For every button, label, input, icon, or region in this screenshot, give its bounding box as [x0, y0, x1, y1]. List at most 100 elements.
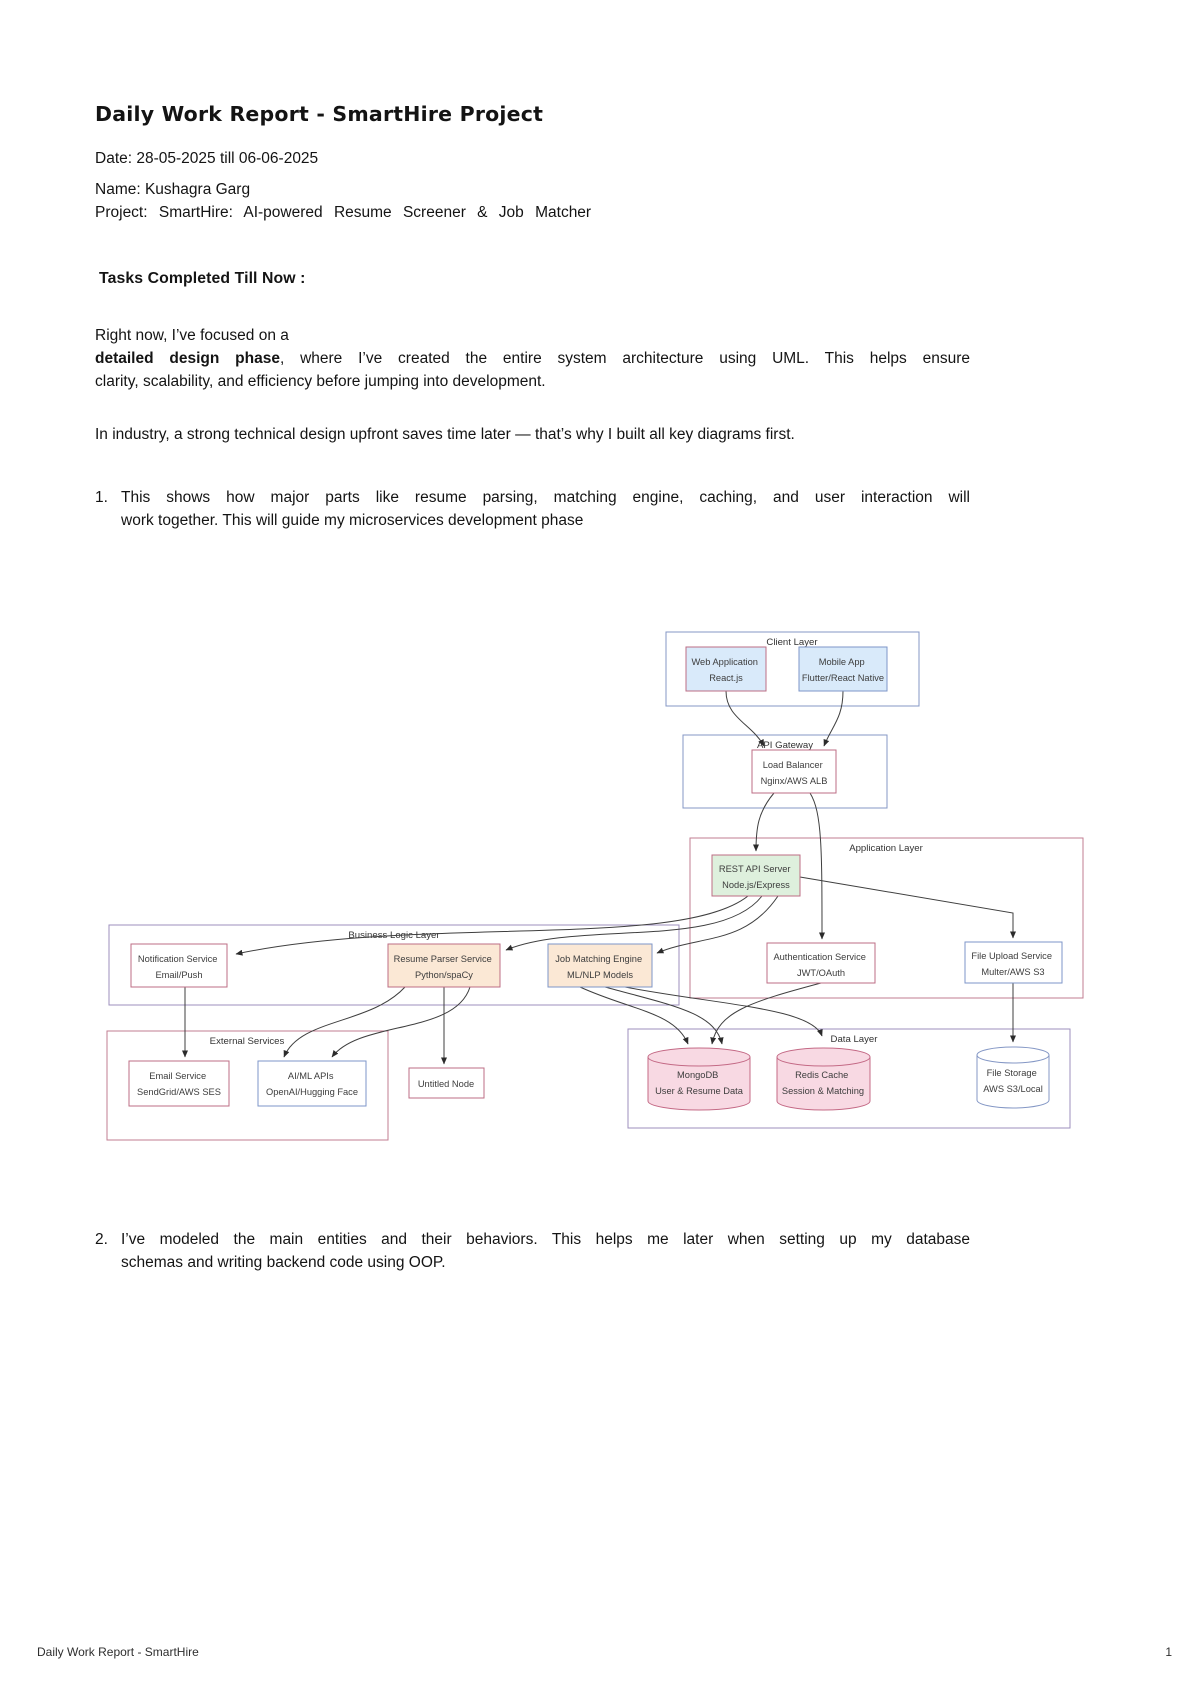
edge-loadbalancer-restapi: [753, 792, 775, 852]
api-gateway-title: API Gateway: [757, 740, 813, 751]
node-subtitle: Multer/AWS S3: [981, 967, 1044, 977]
edge-jobmatching-redis: [624, 986, 823, 1037]
node-subtitle: User & Resume Data: [655, 1086, 744, 1096]
node-notification-service: Notification Service Email/Push: [130, 943, 228, 988]
svg-text:Email Service SendGr: Email Service SendGrid/AWS SES: [137, 1071, 221, 1097]
node-subtitle: Node.js/Express: [722, 880, 790, 890]
node-title: Notification Service: [138, 954, 218, 964]
edge-jobmatching-aiml: [331, 986, 471, 1058]
svg-text:Job Matching Engine: Job Matching Engine ML/NLP Models: [555, 954, 644, 980]
list-line: schemas and writing backend code using O…: [121, 1254, 446, 1271]
node-redis-cylinder: Redis Cache Session & Matching: [776, 1047, 871, 1111]
node-load-balancer: Load Balancer Nginx/AWS ALB: [751, 749, 837, 794]
node-title: Authentication Service: [773, 952, 866, 962]
node-email-service: Email Service SendGrid/AWS SES: [128, 1060, 230, 1107]
svg-text:File Upload Service: File Upload Service Multer/AWS S3: [971, 951, 1054, 977]
node-subtitle: AWS S3/Local: [983, 1084, 1043, 1094]
node-mongodb-cylinder: MongoDB User & Resume Data: [647, 1047, 751, 1111]
node-aiml-apis: AI/ML APIs OpenAI/Hugging Face: [257, 1060, 367, 1107]
node-title: File Storage: [987, 1068, 1037, 1078]
list-text: I’ve modeled the main entities and their…: [121, 1228, 970, 1274]
node-file-storage-cylinder: File Storage AWS S3/Local: [976, 1046, 1050, 1109]
external-services-title: External Services: [210, 1036, 285, 1047]
node-subtitle: OpenAI/Hugging Face: [266, 1087, 358, 1097]
svg-text:REST API Server Node: REST API Server Node.js/Express: [719, 864, 793, 890]
list-text: This shows how major parts like resume p…: [121, 486, 970, 532]
footer-page-number: 1: [1165, 1645, 1172, 1659]
date-line: Date: 28-05-2025 till 06-06-2025: [95, 150, 319, 167]
node-title: File Upload Service: [971, 951, 1052, 961]
node-file-upload-service: File Upload Service Multer/AWS S3: [964, 941, 1063, 984]
list-item-2: 2. I’ve modeled the main entities and th…: [95, 1228, 970, 1274]
node-title: Job Matching Engine: [555, 954, 642, 964]
svg-text:MongoDB User & Resum: MongoDB User & Resume Data: [655, 1070, 744, 1096]
node-subtitle: ML/NLP Models: [567, 970, 633, 980]
svg-text:Mobile App Flutter/R: Mobile App Flutter/React Native: [802, 657, 884, 683]
client-layer-title: Client Layer: [766, 637, 818, 648]
data-layer-title: Data Layer: [831, 1034, 879, 1045]
svg-text:Notification Service: Notification Service Email/Push: [138, 954, 220, 980]
layer-containers: Client Layer API Gateway Application Lay…: [106, 631, 1084, 1141]
node-title: Web Application: [691, 657, 758, 667]
paragraph-line: Right now, I’ve focused on a: [95, 327, 289, 344]
list-item-1: 1. This shows how major parts like resum…: [95, 486, 970, 532]
node-title: MongoDB: [677, 1070, 718, 1080]
edge-businesslogic-mongodb: [604, 986, 724, 1045]
list-number: 1.: [95, 489, 108, 506]
svg-text:Authentication Service: Authentication Service JWT/OAuth: [773, 952, 868, 978]
tasks-heading: Tasks Completed Till Now :: [99, 270, 306, 287]
edge-restapi-fileupload: [799, 876, 1016, 939]
page-title: Daily Work Report - SmartHire Project: [95, 101, 544, 126]
node-rest-api-server: REST API Server Node.js/Express: [711, 854, 801, 897]
diagram-nodes: Web Application React.js Mobile App Flut…: [128, 646, 1063, 1111]
node-title: REST API Server: [719, 864, 791, 874]
node-job-matching-engine: Job Matching Engine ML/NLP Models: [547, 943, 653, 988]
svg-text:Redis Cache Session: Redis Cache Session & Matching: [782, 1070, 864, 1096]
paragraph-design-phase: Right now, I’ve focused on a detailed de…: [95, 324, 970, 393]
svg-text:AI/ML APIs OpenAI/Hu: AI/ML APIs OpenAI/Hugging Face: [266, 1071, 358, 1097]
node-title: Load Balancer: [763, 760, 823, 770]
edge-loadbalancer-auth: [809, 792, 825, 940]
node-title: Untitled Node: [418, 1079, 474, 1089]
node-title: Mobile App: [819, 657, 865, 667]
footer-document-title: Daily Work Report - SmartHire: [37, 1645, 199, 1659]
list-line: I’ve modeled the main entities and their…: [121, 1231, 970, 1248]
project-line: Project: SmartHire: AI-powered Resume Sc…: [95, 204, 592, 221]
node-untitled: Untitled Node: [408, 1067, 485, 1099]
list-line: This shows how major parts like resume p…: [121, 489, 970, 506]
node-subtitle: SendGrid/AWS SES: [137, 1087, 221, 1097]
edge-mobileapp-loadbalancer: [823, 690, 844, 747]
node-subtitle: Email/Push: [155, 970, 202, 980]
edge-restapi-jobmatching: [656, 895, 779, 954]
edge-restapi-notification: [235, 895, 749, 956]
node-subtitle: JWT/OAuth: [797, 968, 845, 978]
node-subtitle: Session & Matching: [782, 1086, 864, 1096]
bold-phrase: detailed design phase: [95, 350, 280, 367]
svg-text:Resume Parser Service: Resume Parser Service Python/spaCy: [394, 954, 495, 980]
application-layer-title: Application Layer: [849, 843, 923, 854]
svg-text:Untitled Node: Untitled Node: [418, 1079, 474, 1089]
edge-webapp-loadbalancer: [725, 690, 765, 747]
svg-text:Load Balancer Nginx/: Load Balancer Nginx/AWS ALB: [761, 760, 828, 786]
node-subtitle: Flutter/React Native: [802, 673, 884, 683]
node-mobile-app: Mobile App Flutter/React Native: [798, 646, 888, 692]
node-title: Resume Parser Service: [394, 954, 492, 964]
node-subtitle: Nginx/AWS ALB: [761, 776, 828, 786]
edge-restapi-resumeparser: [505, 895, 763, 951]
edge-resumeparser-aiml: [283, 986, 406, 1058]
edge-auth-mongodb: [710, 982, 822, 1045]
list-line: work together. This will guide my micros…: [121, 512, 584, 529]
paragraph-line: detailed design phase, where I’ve create…: [95, 347, 970, 370]
node-subtitle: Python/spaCy: [415, 970, 473, 980]
node-authentication-service: Authentication Service JWT/OAuth: [766, 942, 876, 984]
node-title: Email Service: [149, 1071, 206, 1081]
svg-text:Web Application Reac: Web Application React.js: [691, 657, 760, 683]
node-title: Redis Cache: [795, 1070, 848, 1080]
paragraph-line-rest: , where I’ve created the entire system a…: [279, 350, 970, 367]
edge-jobmatching-mongodb: [579, 986, 689, 1045]
paragraph-line: clarity, scalability, and efficiency bef…: [95, 373, 546, 390]
list-number: 2.: [95, 1231, 108, 1248]
architecture-diagram: Client Layer API Gateway Application Lay…: [106, 631, 1084, 1141]
node-title: AI/ML APIs: [288, 1071, 334, 1081]
